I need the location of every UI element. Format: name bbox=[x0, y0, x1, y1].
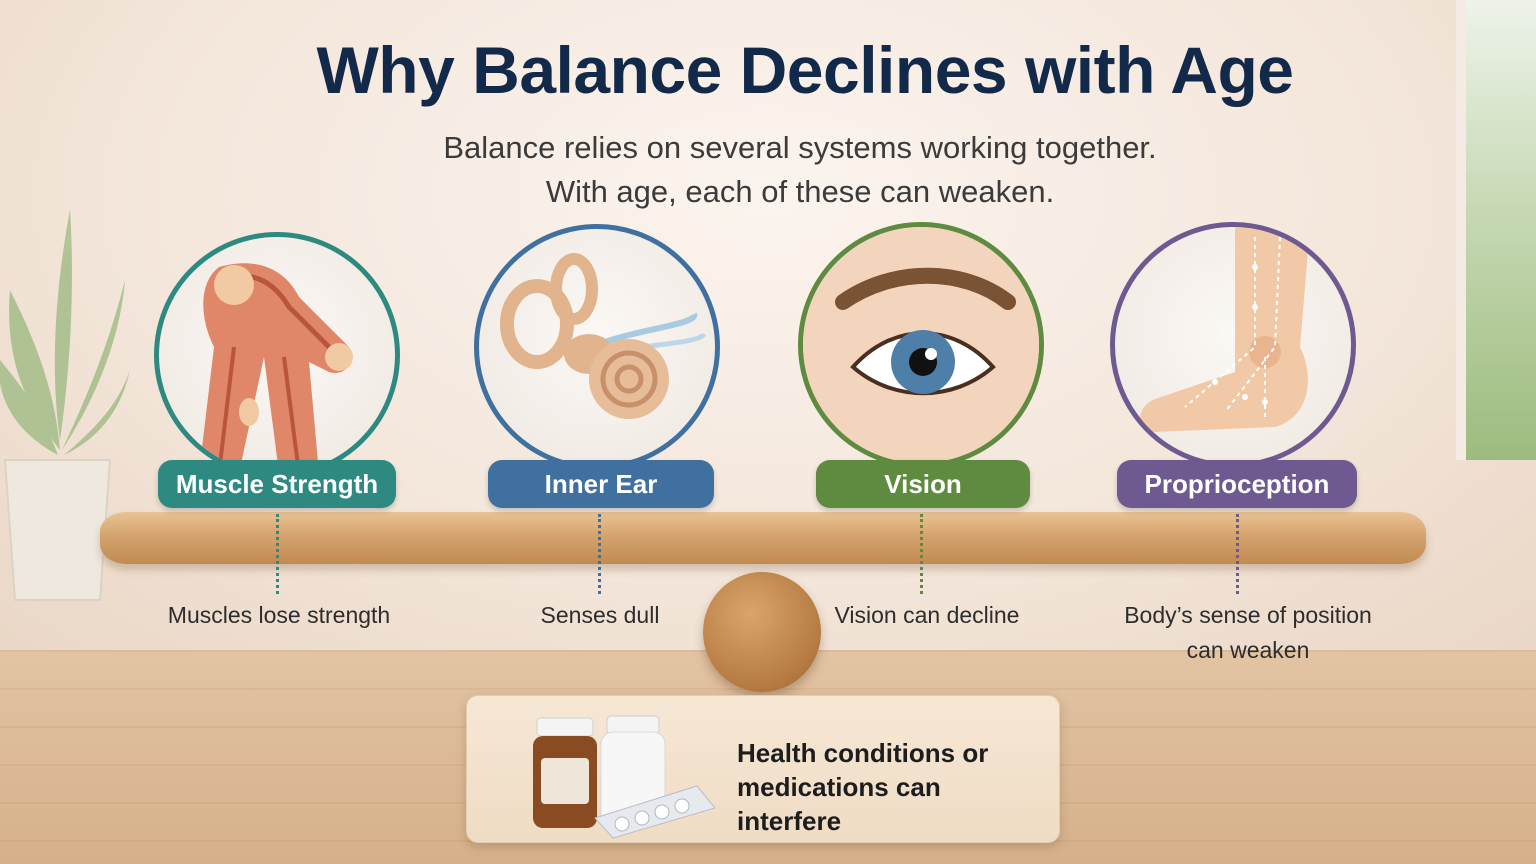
health-text-line-2: medications can interfere bbox=[737, 772, 941, 836]
inner-ear-description: Senses dull bbox=[540, 602, 660, 628]
health-text: Health conditions or medications can int… bbox=[737, 736, 1047, 838]
proprioception-description-line-2: can weaken bbox=[1186, 637, 1310, 663]
page-title: Why Balance Declines with Age bbox=[316, 33, 1294, 107]
subtitle: Balance relies on several systems workin… bbox=[0, 126, 1536, 214]
muscle-strength-connector bbox=[276, 514, 279, 594]
inner-ear-icon bbox=[500, 253, 707, 419]
muscle-strength-label: Muscle Strength bbox=[158, 460, 396, 508]
medication-bottles-icon bbox=[533, 715, 716, 839]
leg-muscle-icon bbox=[199, 263, 353, 473]
plant-icon bbox=[0, 210, 130, 601]
background-window bbox=[1456, 0, 1536, 460]
vision-connector bbox=[920, 514, 923, 594]
fulcrum bbox=[703, 572, 821, 692]
foot-icon bbox=[1140, 227, 1310, 432]
subtitle-line-2: With age, each of these can weaken. bbox=[545, 174, 1055, 209]
inner-ear-circle bbox=[474, 224, 720, 470]
proprioception-label: Proprioception bbox=[1117, 460, 1357, 508]
muscle-strength-circle bbox=[154, 232, 400, 478]
health-conditions-card: Health conditions or medications can int… bbox=[466, 695, 1060, 843]
muscle-strength-description: Muscles lose strength bbox=[167, 602, 391, 628]
inner-ear-label: Inner Ear bbox=[488, 460, 714, 508]
eye-icon bbox=[803, 227, 1039, 463]
proprioception-connector bbox=[1236, 514, 1239, 594]
inner-ear-connector bbox=[598, 514, 601, 594]
proprioception-description-line-1: Body’s sense of position bbox=[1124, 602, 1372, 628]
vision-description: Vision can decline bbox=[834, 602, 1020, 628]
vision-label: Vision bbox=[816, 460, 1030, 508]
vision-circle bbox=[798, 222, 1044, 468]
balance-plank bbox=[100, 512, 1426, 564]
health-text-line-1: Health conditions or bbox=[737, 738, 989, 768]
subtitle-line-1: Balance relies on several systems workin… bbox=[443, 130, 1157, 165]
proprioception-description: Body’s sense of position can weaken bbox=[1100, 598, 1396, 668]
proprioception-circle bbox=[1110, 222, 1356, 468]
